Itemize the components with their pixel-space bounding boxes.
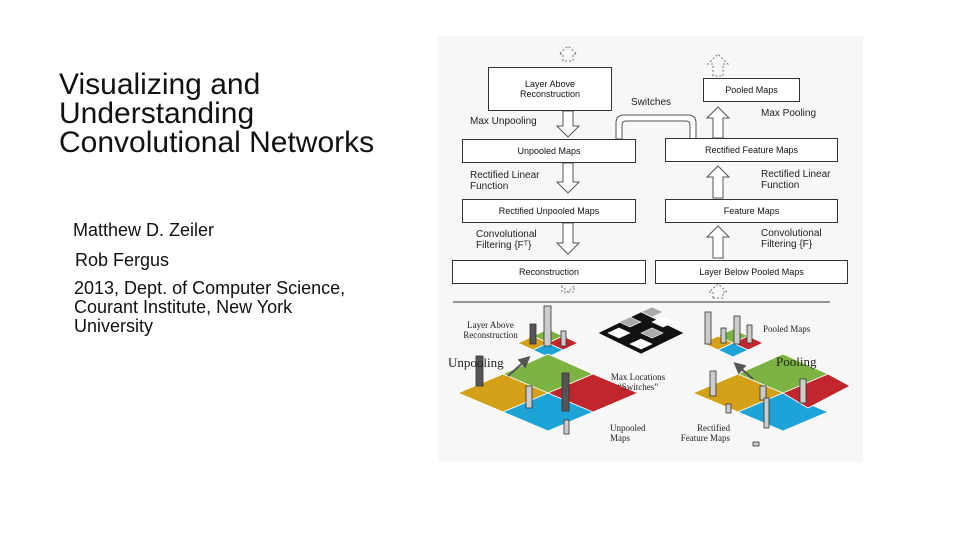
label-max-pooling: Max Pooling	[761, 108, 817, 119]
arrow-up-3	[705, 225, 731, 259]
box-reconstruction: Reconstruction	[452, 260, 646, 284]
box-feature-maps: Feature Maps	[665, 199, 838, 223]
arrow-up-2	[705, 165, 731, 199]
box-pooled-maps: Pooled Maps	[703, 78, 800, 102]
label-conv-filtering: Convolutional Filtering {F}	[761, 228, 822, 250]
illus-pooled-maps: Pooled Maps	[763, 324, 811, 334]
author-zeiler: Matthew D. Zeiler	[73, 220, 215, 240]
unpooling-arrow	[507, 356, 531, 377]
label-rectified-linear-left: Rectified Linear Function	[470, 170, 540, 192]
illus-pooling: Pooling	[776, 354, 817, 369]
dashed-arrow-bottom-right	[707, 283, 729, 299]
arrow-down-3	[555, 222, 581, 255]
label-rectified-linear-right: Rectified Linear Function	[761, 169, 831, 191]
switches-checkerboard	[597, 306, 685, 355]
switches-arrow	[615, 114, 697, 140]
layer-above-bars	[529, 305, 567, 347]
label-max-unpooling: Max Unpooling	[470, 116, 537, 127]
unpooled-bars	[475, 355, 570, 435]
dashed-arrow-top-right	[706, 53, 730, 77]
affiliation: 2013, Dept. of Computer Science, Courant…	[74, 278, 346, 336]
rectified-bars	[709, 370, 807, 447]
slide-title: Visualizing and Understanding Convolutio…	[59, 68, 375, 159]
pooled-grid	[702, 328, 764, 358]
author-fergus: Rob Fergus	[75, 250, 170, 270]
box-layer-below-pooled-maps: Layer Below Pooled Maps	[655, 260, 848, 284]
arrow-down-1	[555, 110, 581, 138]
illus-rectified-feature-maps: Rectified Feature Maps	[680, 423, 730, 443]
pooling-arrow	[733, 362, 754, 380]
box-layer-above-reconstruction: Layer Above Reconstruction	[488, 67, 612, 111]
dashed-arrow-bottom-left	[561, 284, 575, 293]
deconvnet-figure: Layer Above Reconstruction Max Unpooling…	[438, 36, 863, 462]
rectified-grid	[691, 353, 851, 432]
box-unpooled-maps: Unpooled Maps	[462, 139, 636, 163]
label-conv-filtering-transpose: Convolutional Filtering {Fᵀ}	[476, 229, 537, 251]
box-rectified-unpooled-maps: Rectified Unpooled Maps	[462, 199, 636, 223]
illus-unpooling: Unpooling	[448, 355, 504, 370]
illus-max-locations: Max Locations “Switches”	[610, 372, 666, 392]
arrow-down-2	[555, 162, 581, 194]
figure-graphics	[453, 45, 851, 447]
illus-layer-above: Layer Above Reconstruction	[463, 320, 518, 340]
pooled-bars	[704, 311, 753, 345]
dashed-arrow-top-left	[557, 45, 579, 62]
illus-unpooled-maps: Unpooled Maps	[610, 423, 646, 443]
label-switches: Switches	[631, 97, 672, 108]
arrow-up-1	[705, 106, 731, 139]
box-rectified-feature-maps: Rectified Feature Maps	[665, 138, 838, 162]
